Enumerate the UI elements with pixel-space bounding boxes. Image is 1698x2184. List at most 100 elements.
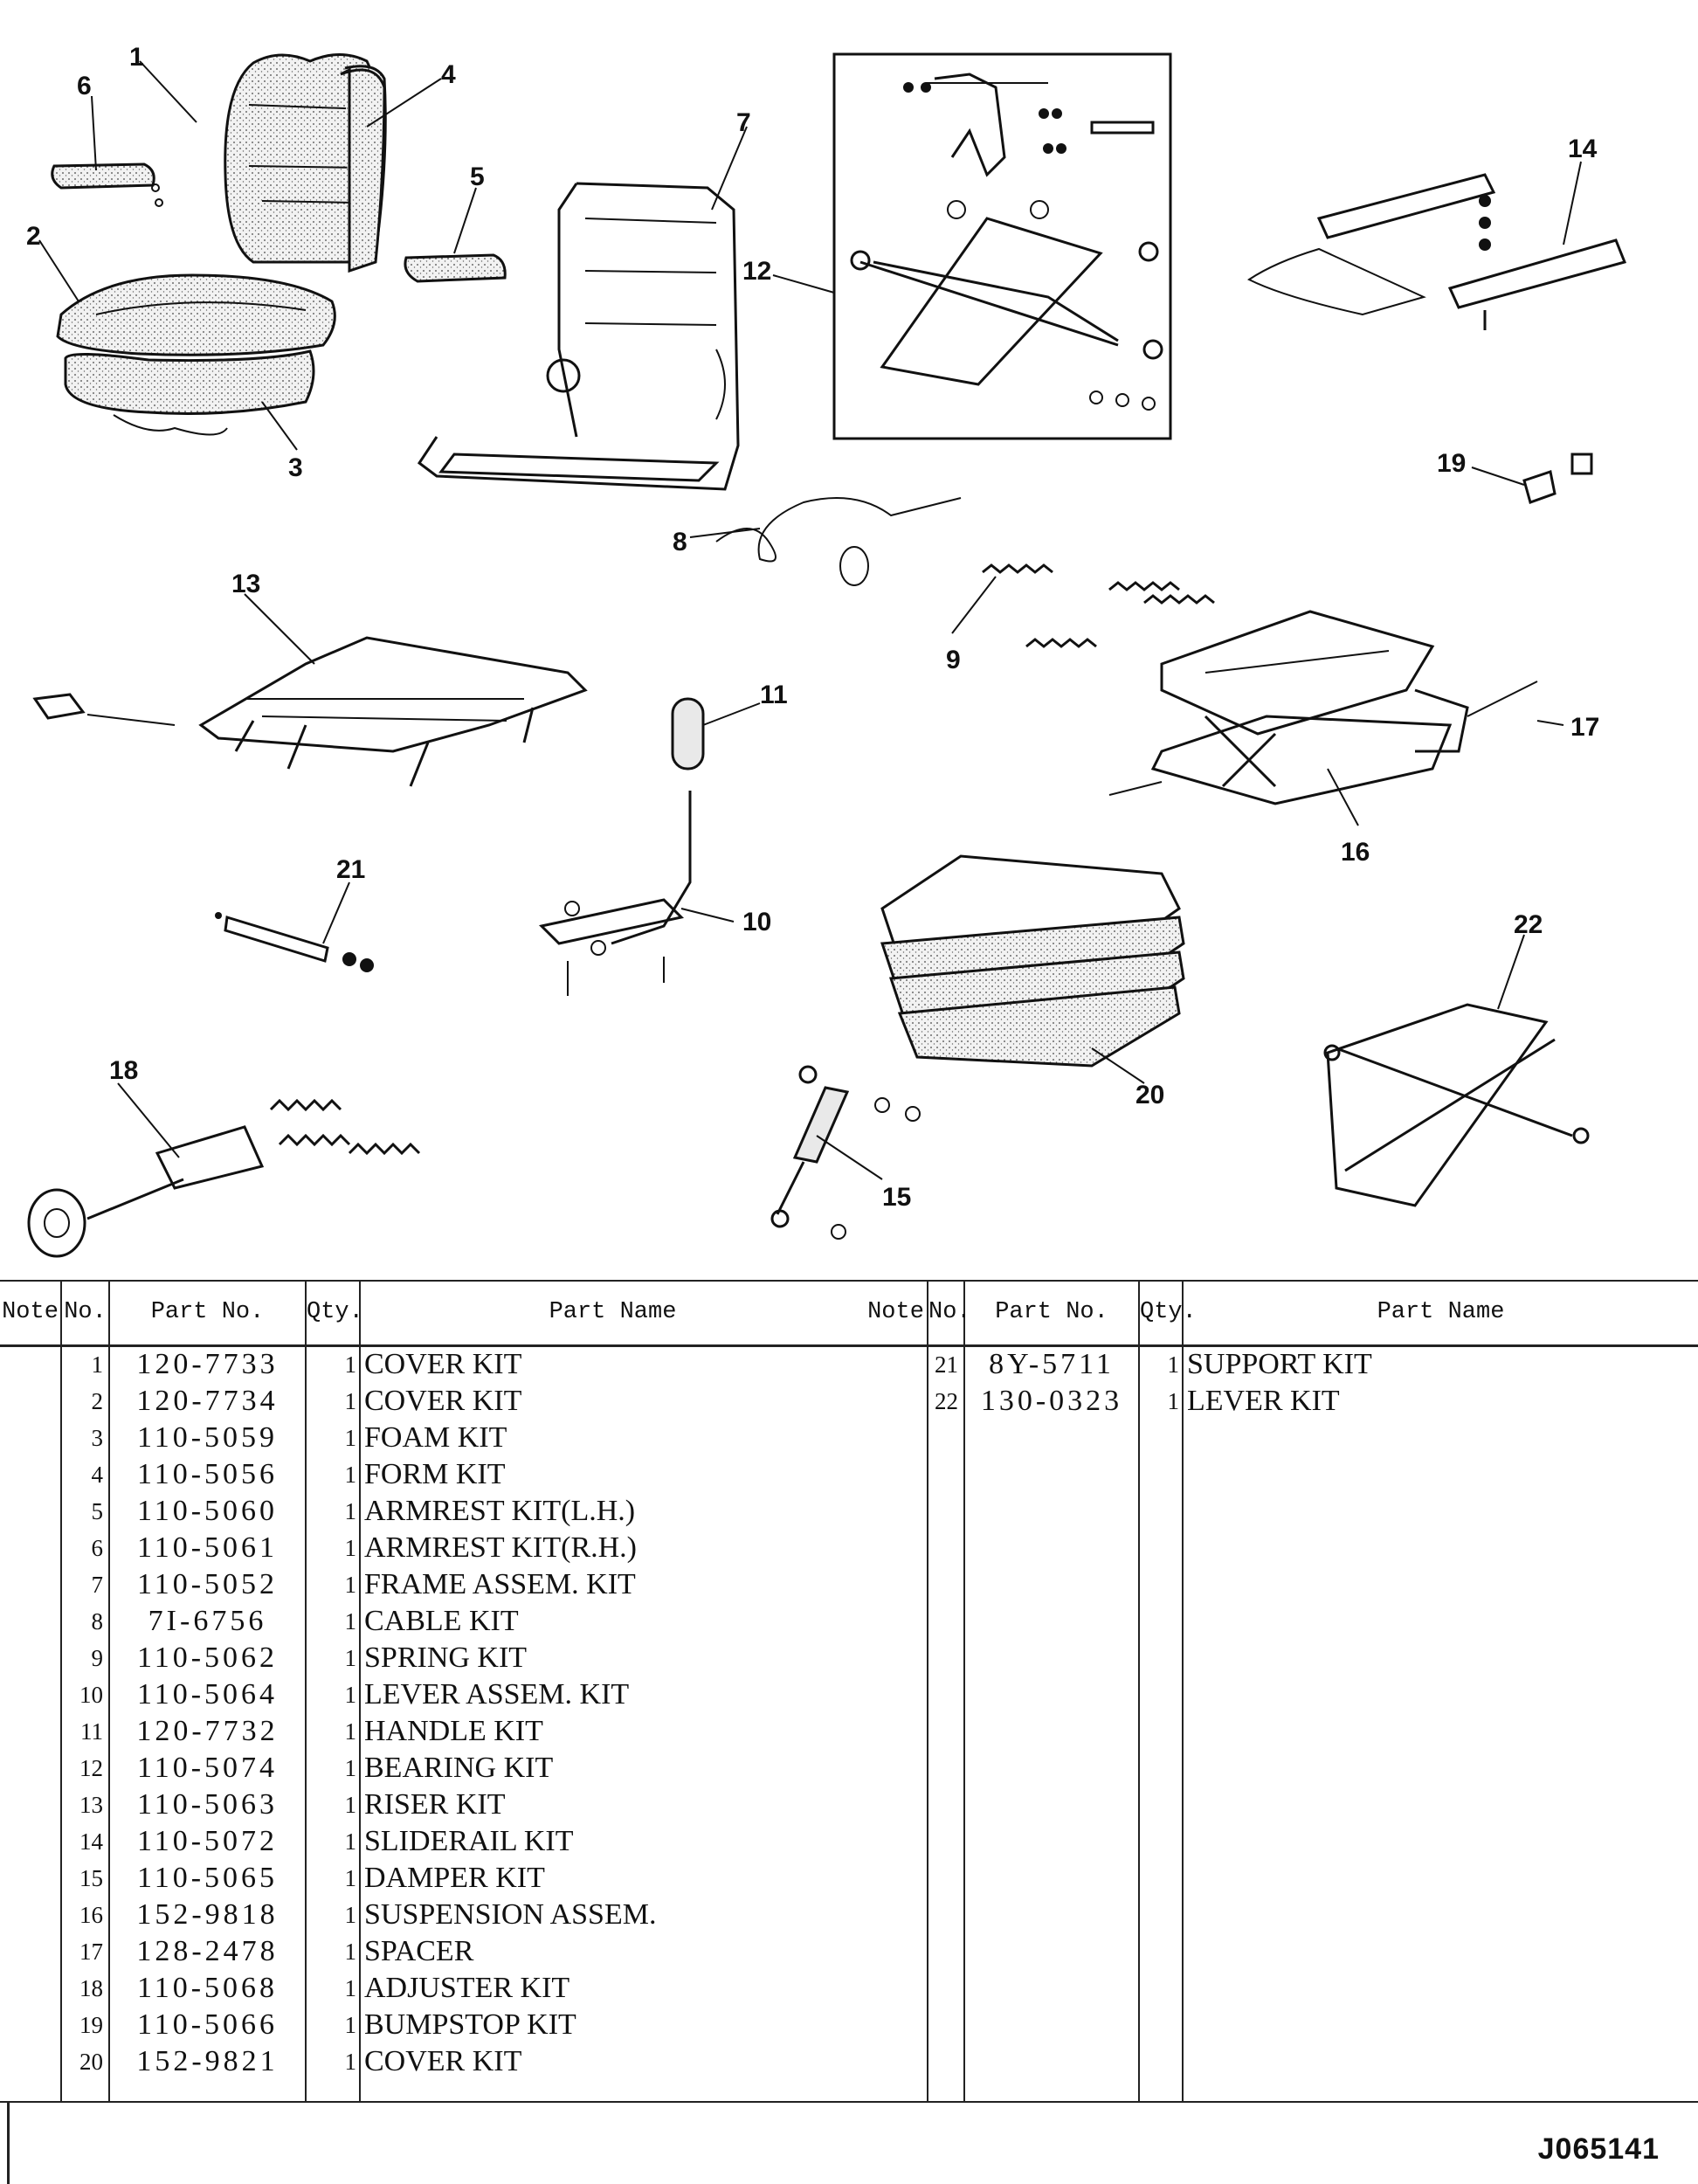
part-name: COVER KIT	[364, 1348, 522, 1380]
callout-leaders	[38, 60, 1582, 1180]
note-cell	[0, 2043, 62, 2080]
empty-cell	[1139, 1420, 1184, 2101]
empty-cell	[928, 1420, 965, 2101]
item-number: 1	[61, 1345, 110, 1383]
part-name: ARMREST KIT(R.H.)	[364, 1531, 637, 1564]
header-no: No.	[61, 1280, 110, 1346]
quantity: 1	[1139, 1345, 1184, 1383]
empty-cell	[0, 2080, 62, 2101]
quantity: 1	[306, 1897, 361, 1933]
header-part-no: Part No.	[109, 1280, 307, 1346]
note-cell	[0, 2007, 62, 2043]
spring-kit-part	[982, 563, 1215, 648]
item-number: 15	[61, 1860, 110, 1897]
empty-cell	[865, 1420, 928, 2101]
footer-left-rule	[7, 2101, 10, 2184]
quantity: 1	[306, 1383, 361, 1420]
item-number: 6	[61, 1530, 110, 1566]
lever-kit-part	[1323, 1003, 1590, 1207]
callout-9: 9	[946, 646, 961, 674]
header-no: No.	[928, 1280, 971, 1346]
callout-21: 21	[336, 855, 365, 884]
part-number: 152-9818	[109, 1897, 307, 1933]
part-name: ADJUSTER KIT	[364, 1972, 570, 2004]
callout-14: 14	[1568, 135, 1598, 163]
part-number: 110-5061	[109, 1530, 307, 1566]
note-cell	[0, 1713, 62, 1750]
note-cell	[0, 1345, 62, 1383]
part-number: 120-7734	[109, 1383, 307, 1420]
part-number: 130-0323	[964, 1383, 1140, 1420]
note-cell	[0, 1676, 62, 1713]
note-cell	[0, 1860, 62, 1897]
quantity: 1	[306, 1676, 361, 1713]
quantity: 1	[306, 1603, 361, 1640]
note-cell	[0, 1750, 62, 1787]
callout-7: 7	[736, 108, 751, 137]
table-header-row: Note No. Part No. Qty. Part Name	[865, 1280, 1698, 1346]
exploded-parts-diagram: 1 2 3 4 5 6 7 8 9 10 11 12 13 14 15 16 1…	[26, 43, 1627, 1258]
item-number: 14	[61, 1823, 110, 1860]
quantity: 1	[306, 1713, 361, 1750]
cover-kit-bellows-part	[880, 854, 1185, 1068]
drawing-code: J065141	[1537, 2132, 1660, 2166]
callout-8: 8	[673, 528, 687, 556]
empty-cell	[360, 2080, 865, 2101]
part-number: 110-5056	[109, 1456, 307, 1493]
item-number: 22	[928, 1383, 965, 1420]
bumpstop-part	[1522, 453, 1593, 504]
callout-11: 11	[760, 681, 788, 709]
part-number: 110-5063	[109, 1787, 307, 1823]
armrest-lh-part	[404, 253, 507, 283]
note-cell	[0, 1420, 62, 1456]
empty-cell	[61, 2080, 110, 2101]
callout-6: 6	[77, 72, 92, 100]
part-number: 110-5068	[109, 1970, 307, 2007]
armrest-rh-part	[51, 162, 163, 207]
quantity: 1	[306, 1493, 361, 1530]
note-cell	[0, 1456, 62, 1493]
riser-kit-part	[32, 636, 588, 787]
part-number: 110-5060	[109, 1493, 307, 1530]
part-name: BUMPSTOP KIT	[364, 2008, 576, 2041]
note-cell	[0, 1970, 62, 2007]
callout-20: 20	[1135, 1081, 1164, 1109]
callout-5: 5	[470, 162, 485, 191]
handle-kit-part	[671, 697, 705, 771]
callout-13: 13	[231, 570, 260, 598]
item-number: 18	[61, 1970, 110, 2007]
note-cell	[0, 1787, 62, 1823]
part-name: SPACER	[364, 1935, 474, 1967]
part-number: 110-5072	[109, 1823, 307, 1860]
table-header-row: Note No. Part No. Qty. Part Name	[0, 1280, 865, 1346]
note-cell	[0, 1640, 62, 1676]
callout-17: 17	[1570, 713, 1599, 742]
note-cell	[0, 1897, 62, 1933]
note-cell	[0, 1603, 62, 1640]
suspension-assembly-part	[1108, 610, 1538, 805]
part-name: CABLE KIT	[364, 1605, 519, 1637]
quantity: 1	[306, 1823, 361, 1860]
item-number: 3	[61, 1420, 110, 1456]
part-name: FOAM KIT	[364, 1421, 507, 1454]
callout-19: 19	[1437, 449, 1466, 478]
part-number: 110-5052	[109, 1566, 307, 1603]
note-cell	[865, 1345, 928, 1383]
backrest-form-part	[340, 67, 386, 273]
item-number: 21	[928, 1345, 965, 1383]
slide-rail-part	[1247, 173, 1627, 330]
part-number: 128-2478	[109, 1933, 307, 1970]
